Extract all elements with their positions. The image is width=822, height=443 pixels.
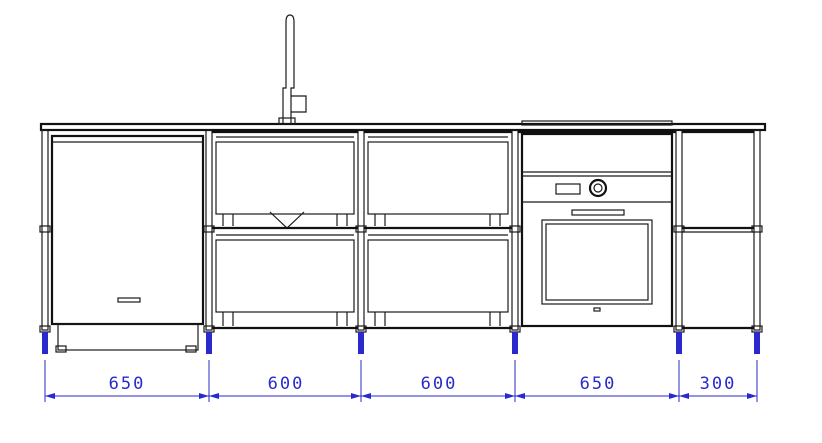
dishwasher	[50, 134, 205, 353]
oven-display	[555, 183, 581, 195]
frame-posts	[39, 129, 763, 333]
oven-cabinet	[518, 120, 676, 328]
oven-knob	[588, 178, 608, 198]
faucet	[278, 14, 307, 125]
dishwasher-logo	[117, 297, 141, 303]
dimension-line	[44, 360, 758, 402]
dimension-label-open-shelf: 300	[700, 374, 737, 394]
drawer-cabinet	[364, 130, 512, 330]
dimension-label-dishwasher: 650	[109, 374, 146, 394]
open-shelf	[682, 130, 754, 330]
sink-cabinet	[212, 130, 358, 330]
oven-window	[541, 219, 653, 305]
dimension-label-oven-cabinet: 650	[580, 374, 617, 394]
oven-door-handle	[571, 209, 625, 216]
dimension-label-drawer-cabinet: 600	[421, 374, 458, 394]
countertop	[39, 122, 767, 132]
dimension-label-sink-cabinet: 600	[268, 374, 305, 394]
adjustable-feet	[42, 332, 760, 354]
